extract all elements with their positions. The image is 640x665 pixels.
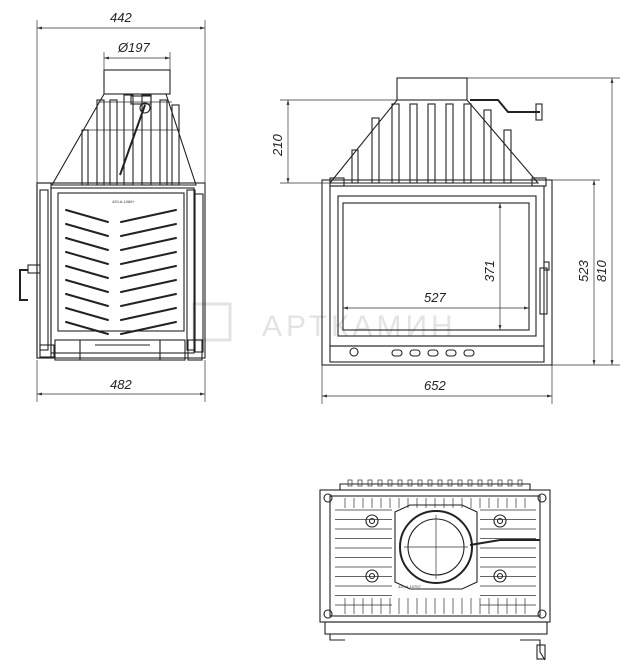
- chevron-rib: [65, 321, 177, 335]
- front-hood: [328, 99, 540, 184]
- bolt-tl: [323, 493, 333, 503]
- watermark: АРТКАМИН: [192, 302, 457, 343]
- front-frame: [321, 179, 553, 366]
- chevron-rib: [65, 223, 177, 237]
- front-glass: [337, 195, 537, 337]
- chevron-rib: [65, 279, 177, 293]
- edge-notch: [437, 479, 443, 487]
- boss-4: [493, 569, 507, 583]
- front-air-slots: [391, 349, 475, 357]
- edge-notch: [427, 479, 433, 487]
- top-plate-label: 420.A.10707: [398, 584, 421, 589]
- dim-bottom-width: 482: [110, 377, 132, 392]
- side-damper-lever: [119, 104, 146, 176]
- side-dimensions: 442 Ø 197 482: [36, 10, 206, 402]
- dim-glass-width: 527: [424, 290, 446, 305]
- boss-3: [365, 569, 379, 583]
- side-hood: [51, 93, 197, 186]
- chevron-rib: [65, 209, 177, 223]
- side-ribbed-panel: [57, 192, 185, 332]
- chevron-rib: [65, 293, 177, 307]
- top-view: 420.A.10707: [319, 479, 551, 661]
- edge-notch: [507, 479, 513, 487]
- chevron-rib: [65, 265, 177, 279]
- chevron-rib: [65, 237, 177, 251]
- dim-hood-height: 210: [270, 134, 285, 157]
- side-ash-tray: [54, 339, 186, 361]
- edge-notch: [347, 479, 353, 487]
- dim-glass-height: 371: [482, 260, 497, 282]
- edge-notch: [417, 479, 423, 487]
- chevron-rib: [65, 307, 177, 321]
- front-damper-lever: [470, 99, 540, 113]
- front-hood-ribs: [351, 103, 512, 184]
- edge-notch: [397, 479, 403, 487]
- side-body: [36, 182, 206, 359]
- edge-notch: [357, 479, 363, 487]
- side-handle: [19, 269, 28, 301]
- edge-notch: [467, 479, 473, 487]
- top-front-bar: [324, 621, 548, 635]
- bolt-bl: [323, 609, 333, 619]
- dim-top-width: 442: [110, 10, 132, 25]
- edge-notch: [517, 479, 523, 487]
- side-plate-label: 420.A.1066+: [112, 199, 135, 204]
- edge-notch: [367, 479, 373, 487]
- watermark-text: АРТКАМИН: [262, 310, 457, 343]
- edge-notch: [477, 479, 483, 487]
- boss-2: [493, 514, 507, 528]
- dim-flue-diameter: 197: [128, 40, 150, 55]
- edge-notch: [377, 479, 383, 487]
- dim-total-height: 810: [594, 260, 609, 282]
- front-dimensions: 210 371 527 523 810 652: [270, 77, 620, 404]
- dim-diameter-symbol: Ø: [117, 40, 129, 55]
- boss-1: [365, 514, 379, 528]
- front-flue-collar: [396, 77, 468, 101]
- top-flue-ring: [399, 510, 473, 584]
- dim-front-width: 652: [424, 378, 446, 393]
- top-cooling-ribs: [335, 498, 536, 614]
- top-edge-notches: [347, 479, 523, 487]
- edge-notch: [487, 479, 493, 487]
- dim-door-height: 523: [576, 260, 591, 282]
- edge-notch: [447, 479, 453, 487]
- chevron-rib: [65, 251, 177, 265]
- side-flue-collar: [103, 69, 171, 95]
- edge-notch: [407, 479, 413, 487]
- front-air-slot-strip: [329, 345, 545, 363]
- top-damper-rod: [469, 539, 540, 546]
- bolt-tr: [537, 493, 547, 503]
- front-view: [321, 77, 553, 366]
- edge-notch: [497, 479, 503, 487]
- edge-notch: [387, 479, 393, 487]
- bolt-br: [537, 609, 547, 619]
- side-panel-chevron-ribs: [65, 209, 177, 335]
- side-hood-ribs: [81, 94, 180, 186]
- edge-notch: [457, 479, 463, 487]
- side-view: 420.A.1066+: [19, 69, 206, 361]
